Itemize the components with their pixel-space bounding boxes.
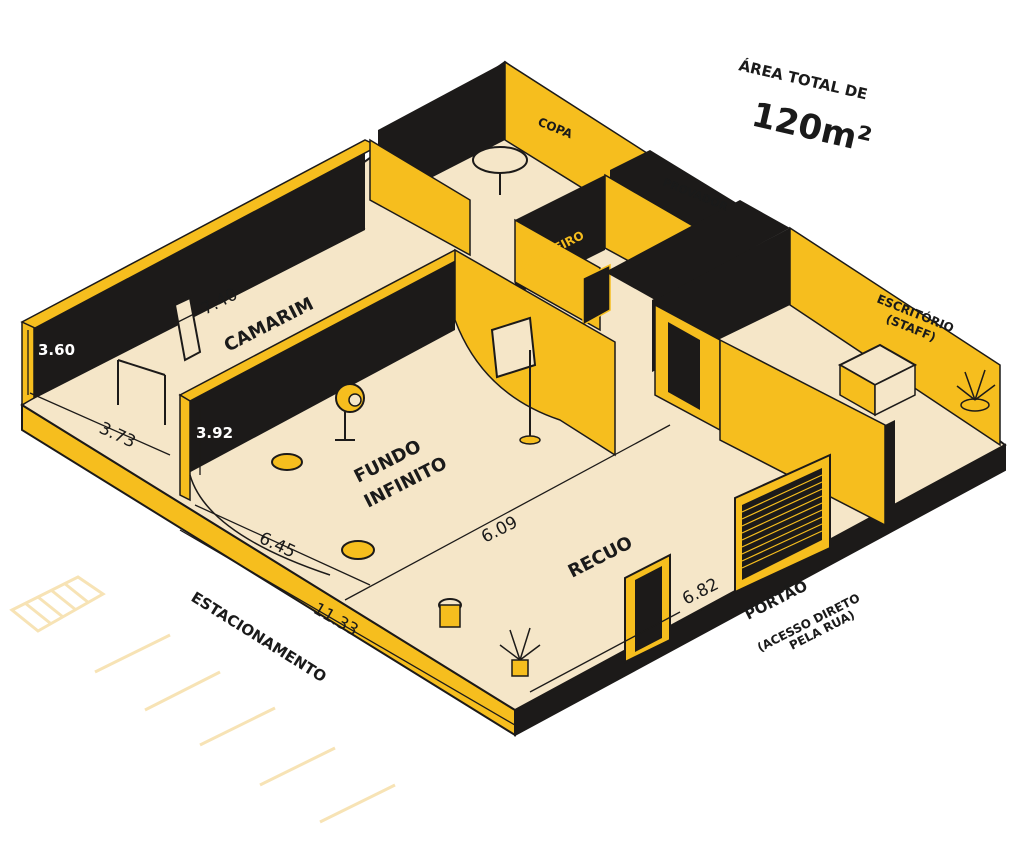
reflector-disc	[271, 453, 303, 471]
softbox-light	[490, 316, 541, 445]
recuo-door	[635, 566, 662, 652]
banheiro-front-wall	[514, 218, 601, 332]
camarim-mirror	[173, 296, 202, 362]
dimension-lines	[27, 227, 681, 729]
banheiro-door	[582, 263, 611, 327]
spotlight	[335, 383, 365, 441]
escritorio-back-right-wall	[789, 226, 1001, 447]
area-title-line2: 120m²	[748, 95, 875, 161]
dim-fundo-height: 3.92	[196, 424, 233, 442]
escritorio-partition-wall	[605, 200, 790, 300]
clothes-rack	[117, 359, 166, 425]
reflector-disc	[341, 540, 375, 560]
camarim-divider-wall	[369, 138, 471, 257]
fundo-cyclorama-curve	[189, 474, 331, 576]
fundo-left-edge	[179, 393, 191, 502]
portao-gate	[734, 453, 831, 594]
copa-table	[472, 146, 528, 174]
camarim-back-wall	[22, 140, 365, 405]
escritorio-front-edge	[885, 420, 895, 525]
parking-lines	[9, 575, 396, 824]
plant	[956, 369, 996, 412]
plant	[499, 627, 541, 677]
fundo-back-wall	[185, 255, 455, 475]
escritorio-door	[668, 322, 700, 410]
fundo-right-wall	[454, 248, 616, 457]
dim-camarim-height: 3.60	[38, 341, 75, 359]
